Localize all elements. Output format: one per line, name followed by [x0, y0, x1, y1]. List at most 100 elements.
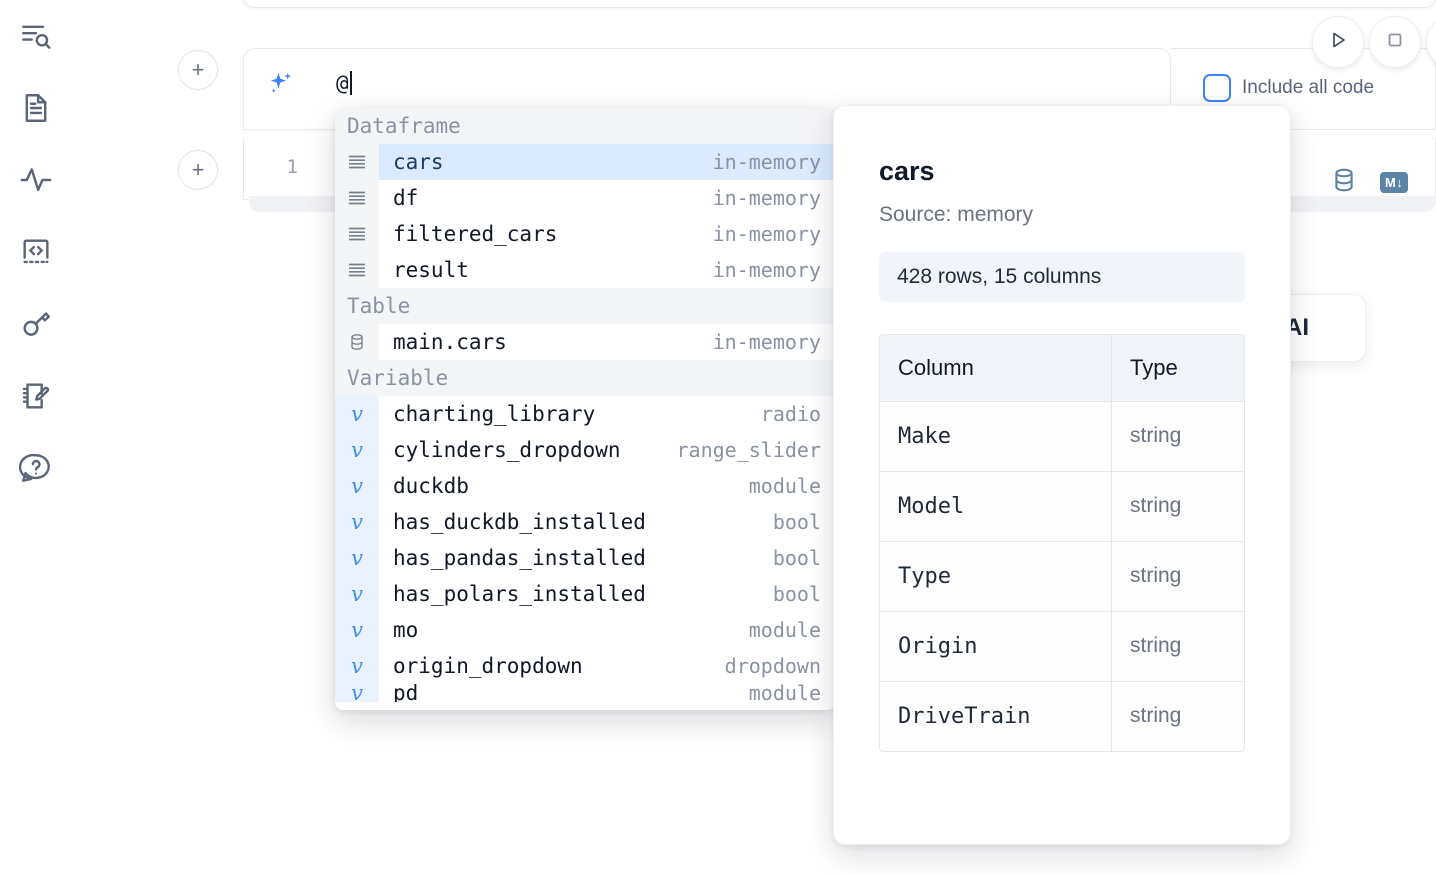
- variable-icon: v: [335, 684, 379, 702]
- ai-prompt-input[interactable]: @: [336, 71, 352, 95]
- add-cell-above-button[interactable]: +: [178, 50, 218, 90]
- database-icon[interactable]: [1330, 166, 1358, 199]
- completion-item-name: has_pandas_installed: [393, 546, 646, 570]
- completion-item[interactable]: filtered_cars in-memory: [335, 216, 835, 252]
- sidebar-rail: [0, 0, 72, 874]
- database-icon: [335, 324, 379, 360]
- completion-item-name: pd: [393, 684, 419, 702]
- preview-table-header: Column Type: [880, 335, 1244, 401]
- completion-item-type: in-memory: [712, 330, 821, 354]
- variable-icon: v: [335, 504, 379, 540]
- variable-icon: v: [335, 468, 379, 504]
- ai-sparkle-icon: [266, 69, 296, 99]
- header-type: Type: [1130, 355, 1178, 380]
- sidebar-item-secrets[interactable]: [14, 302, 58, 346]
- completion-item-type: in-memory: [712, 222, 821, 246]
- sidebar-item-activity[interactable]: [14, 158, 58, 202]
- completion-item-type: module: [748, 684, 821, 702]
- completion-item-name: origin_dropdown: [393, 654, 583, 678]
- menu-group-header-dataframe: Dataframe: [335, 108, 835, 144]
- completion-item[interactable]: v cylinders_dropdown range_slider: [335, 432, 835, 468]
- sidebar-item-explore[interactable]: [14, 14, 58, 58]
- completion-item-name: cylinders_dropdown: [393, 438, 621, 462]
- outline-search-icon: [19, 19, 53, 53]
- row-column-type: string: [1130, 424, 1182, 447]
- table-row: DriveTrain string: [880, 681, 1244, 751]
- preview-source: Source: memory: [879, 203, 1034, 226]
- dataframe-preview-panel: cars Source: memory 428 rows, 15 columns…: [833, 105, 1291, 845]
- activity-pulse-icon: [19, 163, 53, 197]
- add-cell-below-button[interactable]: +: [178, 150, 218, 190]
- row-column-name: Model: [880, 472, 1112, 541]
- completion-item[interactable]: v has_duckdb_installed bool: [335, 504, 835, 540]
- completion-item-type: range_slider: [676, 438, 822, 462]
- dataframe-icon: [335, 216, 379, 252]
- completion-item-type: module: [748, 474, 821, 498]
- row-column-name: DriveTrain: [880, 682, 1112, 751]
- file-text-icon: [19, 91, 53, 125]
- completion-item-name: df: [393, 186, 419, 210]
- notebook-pencil-icon: [19, 379, 53, 413]
- row-column-type: string: [1130, 704, 1182, 727]
- run-cell-button[interactable]: [1312, 16, 1364, 68]
- row-column-name: Type: [880, 542, 1112, 611]
- completion-item-type: radio: [760, 402, 821, 426]
- row-column-type: string: [1130, 634, 1182, 657]
- sidebar-item-scratchpad[interactable]: [14, 374, 58, 418]
- sidebar-item-snippets[interactable]: [14, 230, 58, 274]
- completion-item[interactable]: cars in-memory: [335, 144, 835, 180]
- ai-prompt-value: @: [336, 71, 349, 95]
- completion-item-type: in-memory: [712, 150, 821, 174]
- completion-item-type: bool: [772, 582, 821, 606]
- row-column-type: string: [1130, 494, 1182, 517]
- sidebar-item-help[interactable]: [14, 446, 58, 490]
- completion-item-name: has_duckdb_installed: [393, 510, 646, 534]
- completion-item-name: duckdb: [393, 474, 469, 498]
- table-row: Origin string: [880, 611, 1244, 681]
- variable-icon: v: [335, 612, 379, 648]
- preview-title: cars: [879, 156, 935, 186]
- completion-item-name: main.cars: [393, 330, 507, 354]
- menu-group-header-table: Table: [335, 288, 835, 324]
- markdown-badge[interactable]: M↓: [1380, 172, 1409, 193]
- include-all-code-row[interactable]: Include all code: [1203, 74, 1374, 102]
- sidebar-item-files[interactable]: [14, 86, 58, 130]
- completion-item-name: result: [393, 258, 469, 282]
- dataframe-icon: [335, 180, 379, 216]
- stop-cell-button[interactable]: [1369, 16, 1421, 68]
- code-brackets-icon: [19, 235, 53, 269]
- header-column: Column: [880, 335, 1112, 401]
- completion-item-name: charting_library: [393, 402, 596, 426]
- stop-icon: [1383, 28, 1407, 57]
- completion-item-name: filtered_cars: [393, 222, 558, 246]
- variable-icon: v: [335, 648, 379, 684]
- variable-icon: v: [335, 432, 379, 468]
- row-column-type: string: [1130, 564, 1182, 587]
- dataframe-icon: [335, 252, 379, 288]
- completion-item-type: bool: [772, 510, 821, 534]
- help-chat-icon: [19, 451, 53, 485]
- completion-item-name: cars: [393, 150, 444, 174]
- cell-toolbar: M↓: [1330, 166, 1409, 199]
- completion-item-type: module: [748, 618, 821, 642]
- row-column-name: Make: [880, 402, 1112, 471]
- completion-item[interactable]: main.cars in-memory: [335, 324, 835, 360]
- dataframe-icon: [335, 144, 379, 180]
- row-column-name: Origin: [880, 612, 1112, 681]
- completion-item-name: has_polars_installed: [393, 582, 646, 606]
- key-icon: [19, 307, 53, 341]
- include-all-code-checkbox[interactable]: [1203, 74, 1231, 102]
- text-caret: [349, 71, 352, 95]
- table-row: Model string: [880, 471, 1244, 541]
